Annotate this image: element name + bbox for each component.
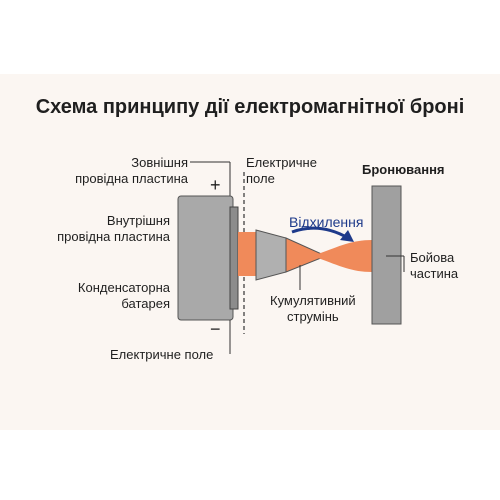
jet-between-plates [238,232,256,276]
jet-label-line1: Кумулятивний [270,293,356,308]
warhead-label-line1: Бойова [410,250,455,265]
capacitor-battery [177,195,234,321]
capacitor-label-line1: Конденсаторна [77,280,170,295]
jet-label: Кумулятивний струмінь [270,293,356,325]
outer-plate-label-line2: провідна пластина [75,171,188,186]
projectile-body [255,229,287,281]
diagram-title: Схема принципу дії електромагнітної брон… [35,96,465,118]
plus-sign: + [210,175,221,195]
inner-plate [229,206,239,310]
jet-label-line2: струмінь [287,309,339,324]
field-top-label-line1: Електричне [246,155,317,170]
jet-cone [285,237,328,273]
cumulative-jet [318,240,372,272]
field-top-label: Електричне поле [246,155,317,187]
field-bottom-label: Електричне поле [110,347,214,362]
warhead-label: Бойова частина [410,250,458,282]
deflection-arrowhead [340,230,354,242]
capacitor-label-line2: батарея [121,296,170,311]
deflection-label: Відхилення [289,214,364,230]
deflection-arrow [291,226,349,240]
inner-plate-label-line1: Внутрішня [106,213,170,228]
field-top-label-line2: поле [246,171,275,186]
outer-plate-label: Зовнішня провідна пластина [75,155,188,187]
inner-plate-label-line2: провідна пластина [57,229,170,244]
outer-plate-label-line1: Зовнішня [131,155,188,170]
minus-sign: − [210,319,221,339]
armor-label: Бронювання [362,162,445,177]
warhead-label-line2: частина [410,266,459,281]
inner-plate-label: Внутрішня провідна пластина [57,213,170,245]
capacitor-label: Конденсаторна батарея [78,280,170,312]
armor-plate [371,185,402,325]
